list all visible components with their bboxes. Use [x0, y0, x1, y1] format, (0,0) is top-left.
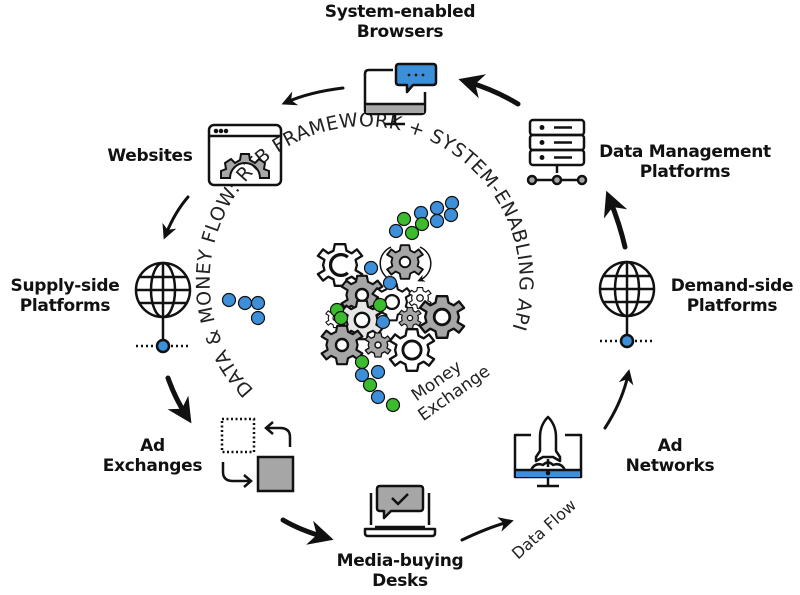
globe-network-icon [134, 261, 192, 354]
browser-gear-icon [207, 123, 283, 187]
blue-dot [237, 295, 253, 311]
gear-icon [320, 324, 364, 366]
monitor-rocket-icon [513, 415, 583, 488]
blue-dot [429, 200, 445, 216]
blue-dot [388, 223, 404, 239]
monitor-chat-icon [363, 62, 438, 126]
arrow-ssp-to-adexchanges [165, 375, 192, 424]
laptop-check-icon [363, 484, 437, 538]
gear-icon [316, 243, 364, 287]
arrow-dsp-to-dmp [603, 190, 628, 250]
data-flow-label: Data Flow [508, 495, 580, 563]
blue-dot [429, 213, 445, 229]
gear-icon [418, 295, 466, 339]
gear-icon [408, 287, 432, 309]
arrow-browsers-to-websites [281, 86, 345, 106]
node-label-websites: Websites [107, 146, 193, 166]
arrow-dmp-to-browsers [458, 74, 521, 107]
flow-arrows [162, 74, 634, 545]
blue-dot [375, 314, 391, 330]
gear-icon [398, 307, 422, 329]
blue-dot [370, 364, 386, 380]
gears-cluster [316, 243, 466, 372]
green-dot [372, 297, 388, 313]
data-dots [221, 195, 460, 413]
green-dot [414, 216, 430, 232]
globe-network-icon [598, 260, 656, 349]
arrow-mediadesks-to-adnetworks [460, 517, 514, 542]
blue-dot [443, 207, 459, 223]
blue-dot [363, 260, 379, 276]
gear-icon [364, 332, 392, 358]
arrow-adnetworks-to-dsp [603, 369, 634, 430]
blue-dot [221, 292, 237, 308]
arrow-adexchanges-to-mediadesks [280, 517, 334, 545]
arrow-websites-to-ssp [162, 195, 190, 240]
blue-dot [444, 195, 460, 211]
green-dot [354, 354, 370, 370]
blue-dot [382, 275, 398, 291]
blue-dot [370, 389, 386, 405]
blue-dot [250, 310, 266, 326]
gear-icon [386, 244, 424, 280]
green-dot [333, 310, 349, 326]
green-dot [385, 397, 401, 413]
gear-icon [340, 299, 384, 341]
green-dot [404, 225, 420, 241]
green-dot [396, 211, 412, 227]
green-dot [362, 377, 378, 393]
server-stack-icon [526, 118, 588, 186]
blue-dot [354, 367, 370, 383]
blue-dot [250, 295, 266, 311]
swap-squares-icon [220, 417, 295, 493]
gear-icon [388, 328, 436, 372]
